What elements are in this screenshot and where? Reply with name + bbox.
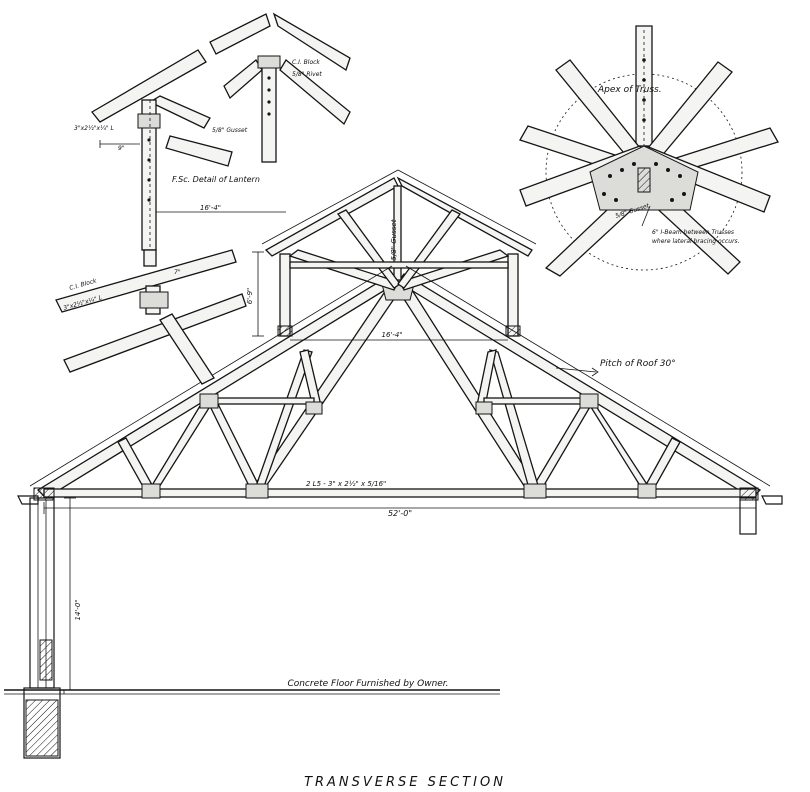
gusset — [245, 483, 269, 499]
left-web-3 — [205, 395, 264, 493]
apex-beam-note-2: where lateral bracing occurs. — [652, 238, 740, 245]
gusset — [637, 483, 657, 499]
lantern-rivet-label: 5/8" Rivet — [292, 71, 322, 78]
truss-gusset-label: 5/8" Gusset — [390, 219, 398, 260]
lantern-dim-7: 7" — [174, 269, 181, 276]
apex-detail — [519, 25, 779, 277]
lantern-rise-label: 6'-9" — [246, 288, 254, 305]
floor-note: Concrete Floor Furnished by Owner. — [287, 679, 448, 689]
lantern-block-label: C.I. Block — [292, 59, 320, 66]
lantern-post-left — [279, 253, 291, 337]
left-secondary-tie — [205, 397, 315, 405]
lantern-roof-left — [264, 177, 399, 257]
lantern — [264, 176, 533, 337]
right-web-3 — [528, 397, 596, 493]
center-spacing-label: 16'-4" — [381, 331, 402, 339]
right-upper-chord — [397, 273, 762, 499]
lantern-dim-9: 9" — [118, 145, 125, 152]
lantern-detail-title: F.Sc. Detail of Lantern — [172, 175, 260, 184]
right-secondary-tie — [483, 397, 593, 405]
lantern-post-right — [507, 253, 519, 337]
lantern-tie — [289, 261, 509, 269]
gusset — [305, 401, 323, 415]
wall-hatch — [39, 639, 53, 681]
lantern-dim-16-4: 16'-4" — [200, 204, 221, 212]
wall-plate — [33, 487, 55, 501]
gusset — [475, 401, 493, 415]
gusset — [199, 393, 219, 409]
drawing-title: TRANSVERSE SECTION — [304, 775, 506, 790]
gusset — [523, 483, 547, 499]
lower-chord-label: 2 L5 - 3" x 2½" x 5/16" — [306, 480, 386, 488]
dimension-lines — [43, 211, 757, 691]
walls — [4, 487, 759, 759]
gusset — [579, 393, 599, 409]
lantern-detail — [55, 12, 351, 385]
apex-title: Apex of Truss. — [597, 85, 662, 95]
wall-plate — [739, 487, 759, 501]
main-truss — [17, 169, 783, 505]
lantern-angle-label: 3"x2½"x¼" L — [74, 125, 114, 132]
height-label: 14'-0" — [74, 599, 82, 620]
lantern-roof-right — [396, 176, 533, 257]
apex-beam-note-1: 6" I-Beam between Trusses — [652, 229, 734, 236]
pitch-label: Pitch of Roof 30° — [600, 359, 676, 369]
gusset — [141, 483, 161, 499]
span-label: 52'-0" — [388, 509, 412, 518]
lantern-gusset-label: 5/8" Gusset — [212, 127, 248, 134]
lantern-brace — [399, 249, 510, 291]
